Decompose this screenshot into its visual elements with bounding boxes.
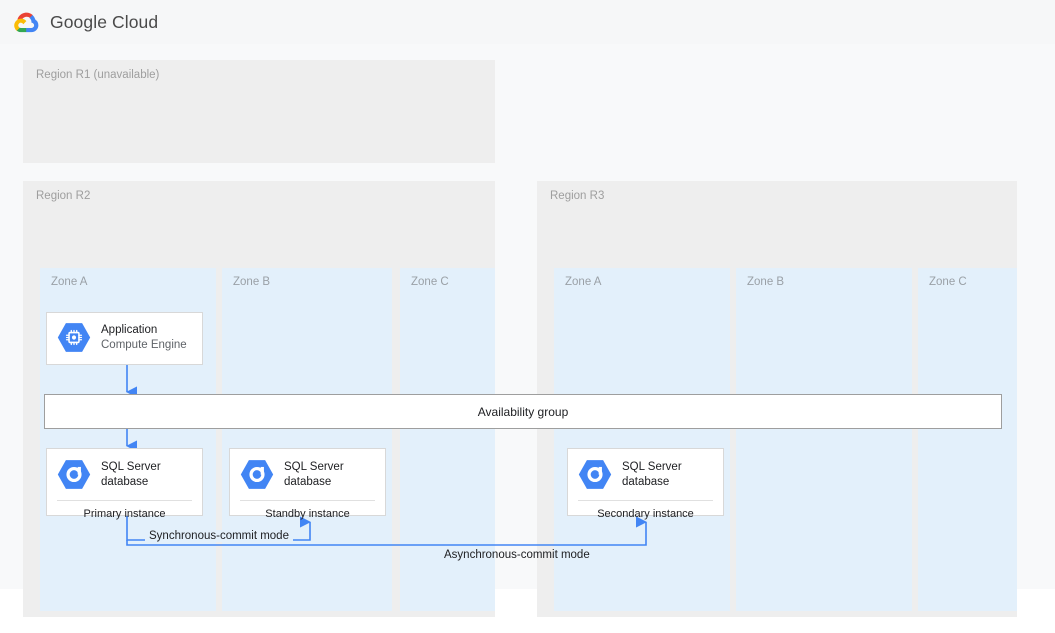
- region-r3-zone-b: Zone B: [736, 268, 912, 611]
- card-title-line1: SQL Server: [101, 461, 161, 474]
- region-r3-zone-a: Zone A: [554, 268, 730, 611]
- google-cloud-logo-icon: [14, 12, 39, 33]
- app-title: Google Cloud: [50, 11, 159, 32]
- asynchronous-commit-mode-label: Asynchronous-commit mode: [444, 549, 590, 561]
- compute-engine-icon: [57, 323, 91, 352]
- availability-group-bar: Availability group: [44, 394, 1002, 429]
- standby-instance-label: Standby instance: [265, 508, 350, 520]
- region-r2-zone-b: Zone B: [222, 268, 392, 611]
- sql-server-standby-card[interactable]: SQL Server database Standby instance: [229, 448, 386, 520]
- card-divider: [240, 500, 375, 501]
- sql-server-database-icon: [240, 460, 274, 489]
- synchronous-commit-mode-label: Synchronous-commit mode: [145, 530, 293, 542]
- primary-instance-label: Primary instance: [83, 508, 166, 520]
- card-title-line1: SQL Server: [622, 461, 682, 474]
- application-card-subtitle: Compute Engine: [101, 338, 187, 351]
- card-title-line2: database: [622, 475, 670, 488]
- card-divider: [57, 500, 192, 501]
- sql-server-database-icon: [57, 460, 91, 489]
- region-r2-zone-c: Zone C: [400, 268, 495, 611]
- architecture-diagram: Region R1 (unavailable) Region R2 Zone A…: [0, 44, 1055, 617]
- zone-label: Zone B: [233, 276, 271, 288]
- availability-group-label: Availability group: [477, 404, 569, 419]
- zone-label: Zone B: [747, 276, 785, 288]
- zone-label: Zone A: [565, 276, 602, 288]
- zone-label: Zone C: [411, 276, 449, 288]
- sql-server-database-icon: [578, 460, 612, 489]
- zone-label: Zone C: [929, 276, 967, 288]
- secondary-instance-label: Secondary instance: [597, 508, 694, 520]
- sql-server-primary-card[interactable]: SQL Server database Primary instance: [46, 448, 203, 520]
- region-r3-label: Region R3: [550, 190, 605, 202]
- card-title-line1: SQL Server: [284, 461, 344, 474]
- card-divider: [578, 500, 713, 501]
- region-r1-label: Region R1 (unavailable): [36, 69, 160, 81]
- application-card-title: Application: [101, 324, 158, 337]
- zone-label: Zone A: [51, 276, 88, 288]
- region-r1: Region R1 (unavailable): [23, 60, 495, 163]
- card-title-line2: database: [284, 475, 332, 488]
- application-card[interactable]: Application Compute Engine: [46, 312, 203, 365]
- diagram-canvas: Google Cloud Region R1 (unavailable) Reg…: [0, 0, 1055, 617]
- app-header: Google Cloud: [0, 0, 1055, 44]
- region-r3-zone-c: Zone C: [918, 268, 1017, 611]
- sql-server-secondary-card[interactable]: SQL Server database Secondary instance: [567, 448, 724, 520]
- region-r2-label: Region R2: [36, 190, 91, 202]
- card-title-line2: database: [101, 475, 149, 488]
